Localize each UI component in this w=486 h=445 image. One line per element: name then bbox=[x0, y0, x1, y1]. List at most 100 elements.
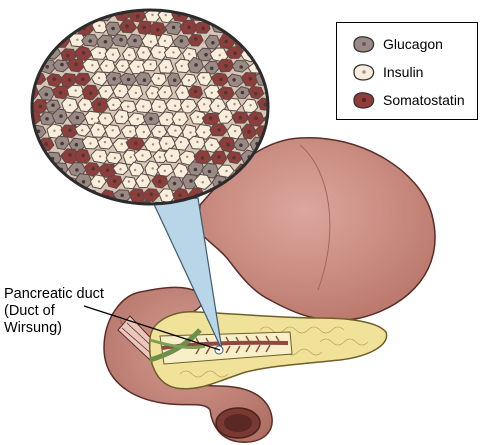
cell-nucleus bbox=[142, 130, 145, 134]
cell-nucleus bbox=[180, 64, 183, 68]
cell-nucleus bbox=[75, 115, 80, 120]
cell-nucleus bbox=[126, 77, 131, 82]
cell-nucleus bbox=[74, 89, 77, 92]
cell-nucleus bbox=[66, 54, 70, 58]
cell-nucleus bbox=[103, 40, 108, 44]
cell-nucleus bbox=[104, 117, 107, 120]
cell-nucleus bbox=[248, 77, 253, 81]
cell-nucleus bbox=[80, 77, 85, 82]
cell-nucleus bbox=[217, 155, 221, 159]
stomach bbox=[197, 136, 436, 322]
duct-label-line-1: Pancreatic duct bbox=[4, 286, 104, 302]
cell-nucleus bbox=[76, 38, 79, 41]
cell-nucleus bbox=[81, 180, 86, 184]
cell-nucleus bbox=[165, 118, 169, 122]
islet-cell bbox=[142, 59, 158, 72]
cell-nucleus bbox=[97, 102, 102, 107]
cell-nucleus bbox=[67, 78, 72, 82]
cell-nucleus bbox=[201, 26, 205, 31]
cell-nucleus bbox=[38, 104, 43, 109]
cell-nucleus bbox=[200, 156, 205, 160]
cell-nucleus bbox=[60, 141, 64, 146]
cell-nucleus bbox=[226, 142, 230, 147]
cell-nucleus bbox=[238, 115, 243, 120]
cell-nucleus bbox=[141, 206, 145, 210]
cell-nucleus bbox=[202, 76, 205, 79]
insulin-cell-icon bbox=[353, 64, 375, 81]
cell-nucleus bbox=[219, 77, 223, 82]
cell-nucleus bbox=[151, 92, 154, 95]
cell-nucleus bbox=[202, 131, 206, 134]
duct-pointer-line bbox=[83, 305, 221, 351]
cell-nucleus bbox=[113, 156, 117, 160]
cell-nucleus bbox=[67, 25, 72, 30]
cell-nucleus bbox=[211, 41, 215, 45]
cell-nucleus bbox=[193, 89, 198, 94]
cell-nucleus bbox=[127, 180, 131, 183]
cell-nucleus bbox=[149, 63, 152, 66]
cell-nucleus bbox=[136, 14, 140, 19]
cell-nucleus bbox=[126, 105, 130, 108]
cell-nucleus bbox=[189, 179, 193, 183]
cell-nucleus bbox=[158, 156, 162, 159]
cell-nucleus bbox=[68, 128, 72, 133]
cell-nucleus bbox=[52, 77, 57, 81]
cell-nucleus bbox=[134, 168, 137, 172]
cell-nucleus bbox=[103, 140, 107, 144]
cell-nucleus bbox=[270, 118, 274, 122]
cell-nucleus bbox=[125, 24, 129, 29]
cell-nucleus bbox=[187, 25, 191, 30]
cell-nucleus bbox=[81, 50, 86, 55]
cell-nucleus bbox=[187, 79, 191, 82]
cell-nucleus bbox=[233, 129, 237, 133]
cell-nucleus bbox=[158, 105, 161, 109]
cell-nucleus bbox=[97, 180, 101, 183]
cell-nucleus bbox=[170, 154, 173, 158]
cell-nucleus bbox=[129, 130, 132, 133]
cell-nucleus bbox=[134, 141, 138, 146]
cell-nucleus bbox=[111, 26, 115, 31]
cell-nucleus bbox=[121, 64, 124, 68]
cell-nucleus bbox=[142, 25, 146, 30]
cell-nucleus bbox=[68, 153, 72, 157]
cell-nucleus bbox=[149, 117, 153, 121]
cell-nucleus bbox=[28, 140, 32, 144]
cell-nucleus bbox=[209, 66, 214, 71]
cell-nucleus bbox=[157, 77, 160, 80]
cell-nucleus bbox=[232, 78, 236, 82]
cell-nucleus bbox=[263, 102, 268, 107]
cell-nucleus bbox=[193, 167, 198, 172]
cell-nucleus bbox=[87, 194, 92, 198]
legend-label-glucagon: Glucagon bbox=[383, 36, 443, 52]
cell-nucleus bbox=[204, 52, 208, 57]
cell-nucleus bbox=[111, 129, 114, 132]
cell-nucleus bbox=[186, 155, 189, 158]
cell-nucleus bbox=[141, 179, 144, 182]
cell-nucleus bbox=[224, 90, 228, 95]
cell-nucleus bbox=[91, 63, 94, 67]
cell-nucleus bbox=[45, 117, 49, 121]
cell-nucleus bbox=[58, 91, 63, 95]
cell-nucleus bbox=[137, 65, 140, 68]
cell-nucleus bbox=[68, 103, 72, 107]
cell-nucleus bbox=[201, 181, 204, 184]
cell-nucleus bbox=[81, 153, 85, 158]
cell-nucleus bbox=[142, 51, 145, 54]
cell-nucleus bbox=[120, 115, 124, 119]
cell-nucleus bbox=[225, 115, 228, 118]
cell-nucleus bbox=[224, 63, 228, 68]
cell-nucleus bbox=[105, 64, 108, 68]
cell-nucleus bbox=[178, 118, 181, 122]
cell-nucleus bbox=[194, 63, 198, 67]
cell-nucleus bbox=[105, 168, 110, 172]
cell-nucleus bbox=[173, 104, 177, 108]
cell-nucleus bbox=[89, 12, 93, 16]
cell-nucleus bbox=[217, 128, 221, 132]
cell-nucleus bbox=[118, 89, 122, 93]
cell-nucleus bbox=[181, 91, 184, 95]
cell-nucleus bbox=[97, 76, 101, 80]
islet-cell bbox=[81, 58, 101, 74]
cell-nucleus bbox=[224, 39, 228, 44]
cell-nucleus bbox=[179, 140, 183, 144]
